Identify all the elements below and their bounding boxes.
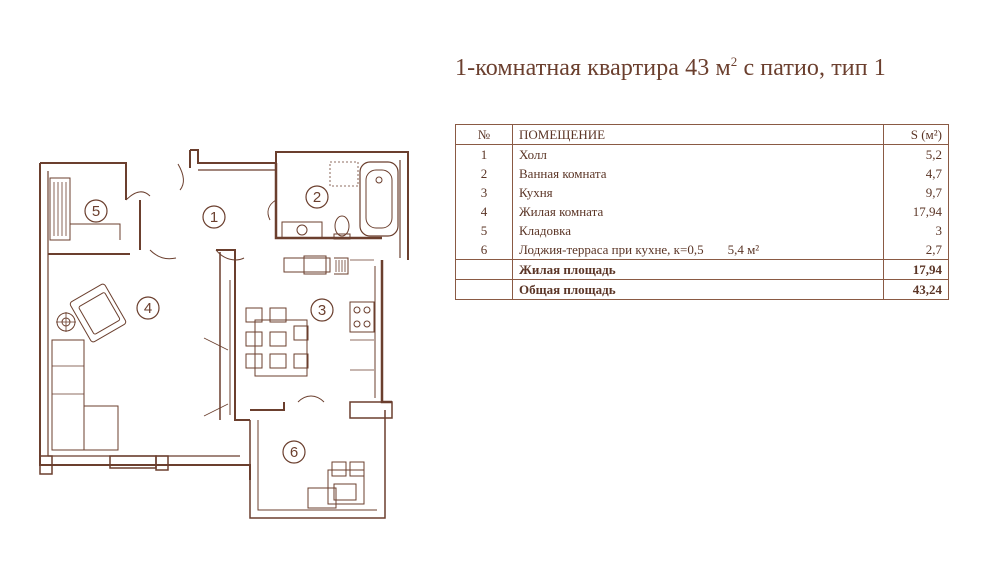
header-number: № bbox=[455, 124, 513, 145]
room-label-4: 4 bbox=[144, 300, 152, 317]
row-number: 1 bbox=[455, 144, 513, 164]
row-number: 6 bbox=[455, 240, 513, 260]
floor-plan: 1 2 3 4 5 6 bbox=[39, 149, 409, 519]
row-room-note: 5,4 м² bbox=[727, 242, 760, 257]
total-spacer bbox=[455, 279, 513, 300]
table-header-row: № ПОМЕЩЕНИЕ S (м²) bbox=[455, 124, 949, 145]
row-area: 3 bbox=[883, 221, 949, 240]
row-number: 5 bbox=[455, 221, 513, 240]
row-room: Жилая комната bbox=[512, 202, 884, 221]
row-area: 4,7 bbox=[883, 164, 949, 183]
row-room: Холл bbox=[512, 144, 884, 164]
room-label-6: 6 bbox=[290, 444, 298, 461]
row-room-name: Лоджия-терраса при кухне, к=0,5 bbox=[519, 242, 704, 257]
row-area: 17,94 bbox=[883, 202, 949, 221]
total-label: Общая площадь bbox=[512, 279, 884, 300]
row-room: Кухня bbox=[512, 183, 884, 202]
table-row: 4 Жилая комната 17,94 bbox=[455, 202, 949, 221]
row-room: Ванная комната bbox=[512, 164, 884, 183]
header-area: S (м²) bbox=[883, 124, 949, 145]
row-area: 2,7 bbox=[883, 240, 949, 260]
row-number: 4 bbox=[455, 202, 513, 221]
room-label-2: 2 bbox=[313, 189, 321, 206]
room-label-5: 5 bbox=[92, 203, 100, 220]
total-row-living: Жилая площадь 17,94 bbox=[455, 259, 949, 280]
table-row: 1 Холл 5,2 bbox=[455, 144, 949, 164]
total-value: 17,94 bbox=[883, 259, 949, 280]
row-area: 9,7 bbox=[883, 183, 949, 202]
total-spacer bbox=[455, 259, 513, 280]
total-label: Жилая площадь bbox=[512, 259, 884, 280]
row-number: 2 bbox=[455, 164, 513, 183]
row-area: 5,2 bbox=[883, 144, 949, 164]
table-row: 3 Кухня 9,7 bbox=[455, 183, 949, 202]
room-area-table: № ПОМЕЩЕНИЕ S (м²) 1 Холл 5,2 2 Ванная к… bbox=[455, 124, 949, 300]
row-room: Кладовка bbox=[512, 221, 884, 240]
total-row-overall: Общая площадь 43,24 bbox=[455, 279, 949, 300]
table-row: 5 Кладовка 3 bbox=[455, 221, 949, 240]
room-label-1: 1 bbox=[210, 209, 218, 226]
table-row: 2 Ванная комната 4,7 bbox=[455, 164, 949, 183]
header-room: ПОМЕЩЕНИЕ bbox=[512, 124, 884, 145]
page-title: 1-комнатная квартира 43 м2 с патио, тип … bbox=[455, 54, 886, 81]
total-value: 43,24 bbox=[883, 279, 949, 300]
row-room: Лоджия-терраса при кухне, к=0,5 5,4 м² bbox=[512, 240, 884, 260]
row-number: 3 bbox=[455, 183, 513, 202]
room-label-3: 3 bbox=[318, 302, 326, 319]
